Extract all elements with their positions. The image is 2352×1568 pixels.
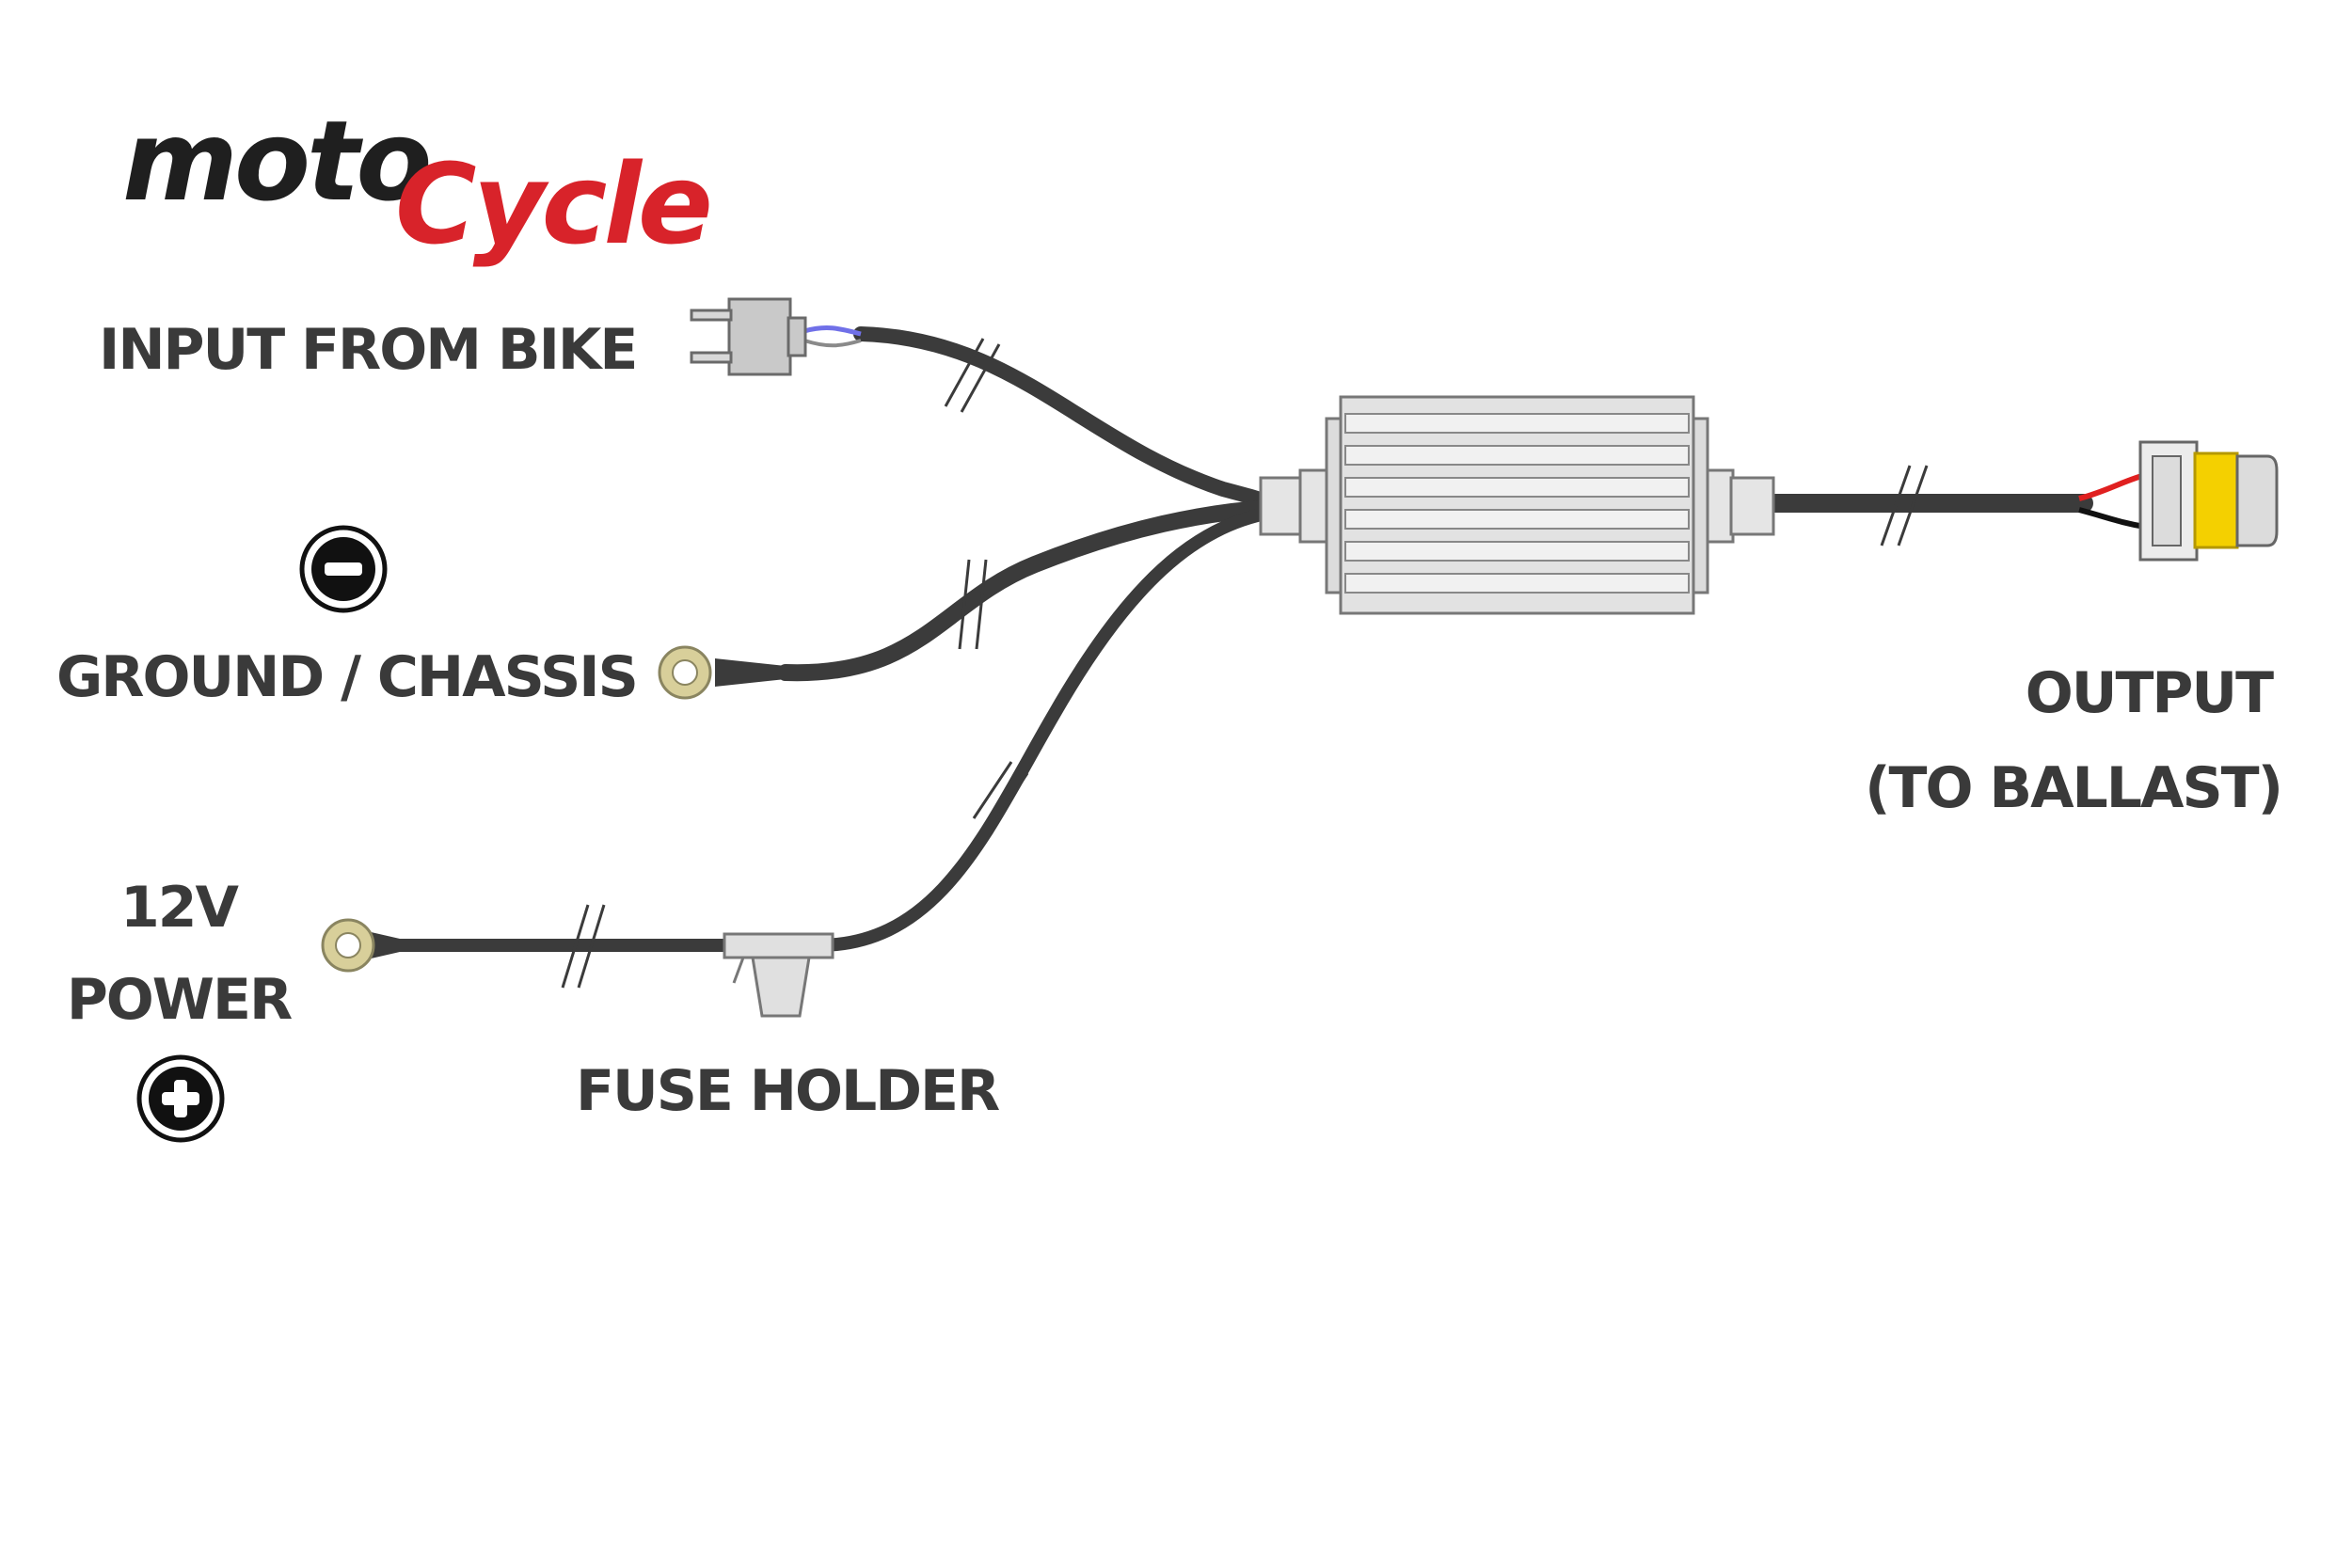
logo-cycle-text: Cycle [395, 139, 709, 269]
cut-marks [561, 338, 1929, 989]
plus-circle-icon [136, 1054, 225, 1143]
output-label-line1: OUTPUT [2026, 660, 2274, 726]
ground-ring-terminal [658, 645, 786, 700]
output-connector [2078, 440, 2279, 562]
ground-cable [777, 499, 1279, 682]
power-label-line1: 12V [120, 875, 239, 941]
output-label-line2: (TO BALLAST) [1865, 755, 2281, 821]
minus-circle-icon [299, 525, 388, 613]
power-ring-terminal [321, 918, 400, 973]
ground-chassis-label: GROUND / CHASSIS [56, 644, 637, 710]
motocycle-logo: moto Cycle [122, 96, 713, 269]
central-module [1259, 395, 1775, 615]
input-cable [853, 326, 1278, 511]
fuse-holder-label: FUSE HOLDER [576, 1058, 999, 1124]
input-connector [690, 297, 862, 376]
input-from-bike-label: INPUT FROM BIKE [99, 317, 636, 383]
fuse-holder [723, 932, 834, 1018]
power-label-line2: POWER [67, 967, 292, 1033]
harness-cables [389, 326, 2093, 952]
power-cable-from-fuse [812, 506, 1277, 952]
logo-moto-text: moto [122, 96, 429, 226]
